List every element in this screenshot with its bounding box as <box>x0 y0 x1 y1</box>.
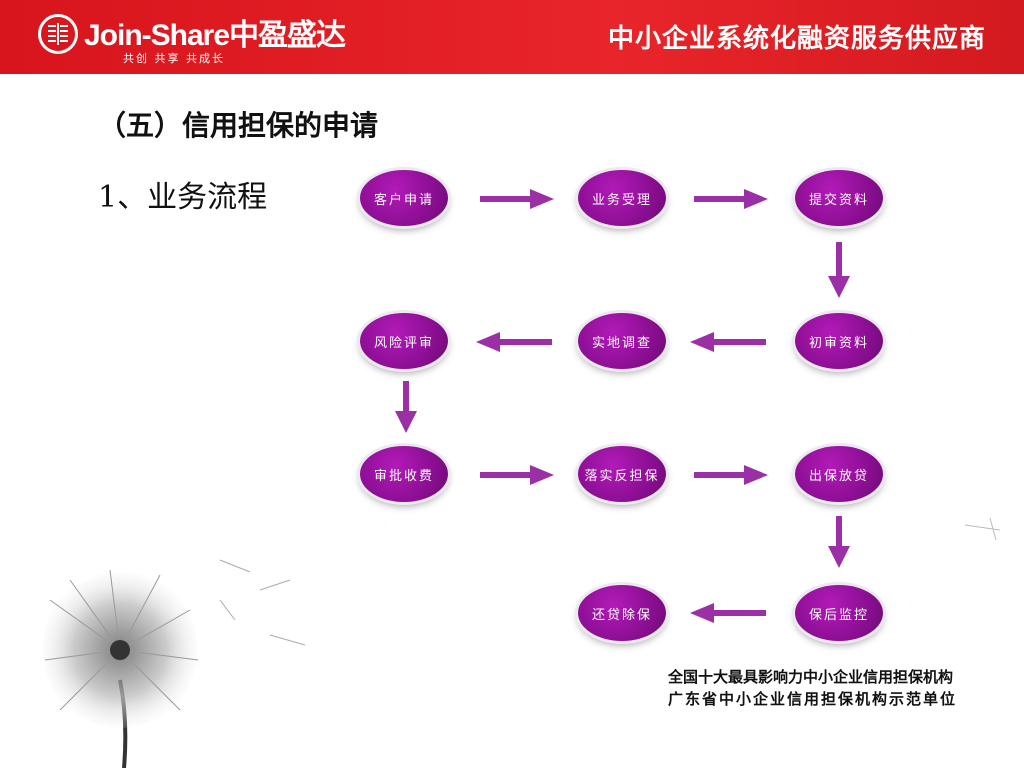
sub-title: 1、业务流程 <box>98 180 268 215</box>
flow-node-1: 客户申请 <box>360 170 448 226</box>
flow-node-9: 出保放贷 <box>795 446 883 502</box>
dandelion-decoration-icon <box>42 559 306 768</box>
brand-name: Join-Share中盈盛达 <box>84 19 346 52</box>
flow-node-11: 还贷除保 <box>578 585 666 641</box>
arrow-right-icon <box>480 465 554 485</box>
flow-node-6: 风险评审 <box>360 313 448 369</box>
arrow-down-icon <box>828 242 850 298</box>
flow-node-7: 审批收费 <box>360 446 448 502</box>
flow-node-4: 初审资料 <box>795 313 883 369</box>
brand-tagline: 共创 共享 共成长 <box>123 52 225 65</box>
arrow-down-icon <box>828 516 850 568</box>
company-logo-icon <box>38 14 78 54</box>
caption-line-2: 广东省中小企业信用担保机构示范单位 <box>668 690 958 708</box>
header-banner: Join-Share中盈盛达 共创 共享 共成长 中小企业系统化融资服务供应商 <box>0 0 1024 74</box>
section-title: （五）信用担保的申请 <box>98 109 379 142</box>
flow-node-8: 落实反担保 <box>578 446 666 502</box>
arrow-down-icon <box>395 381 417 433</box>
header-slogan: 中小企业系统化融资服务供应商 <box>607 24 986 54</box>
flow-node-5: 实地调查 <box>578 313 666 369</box>
arrow-left-icon <box>690 332 766 352</box>
arrow-right-icon <box>480 189 554 209</box>
arrow-right-icon <box>694 189 768 209</box>
honor-caption: 全国十大最具影响力中小企业信用担保机构 广东省中小企业信用担保机构示范单位 <box>668 666 957 710</box>
seed-decoration-icon <box>964 517 1001 541</box>
arrow-right-icon <box>694 465 768 485</box>
flow-node-3: 提交资料 <box>795 170 883 226</box>
arrow-left-icon <box>690 603 766 623</box>
caption-line-1: 全国十大最具影响力中小企业信用担保机构 <box>668 668 954 686</box>
arrow-left-icon <box>476 332 552 352</box>
flow-node-2: 业务受理 <box>578 170 666 226</box>
flow-node-10: 保后监控 <box>795 585 883 641</box>
